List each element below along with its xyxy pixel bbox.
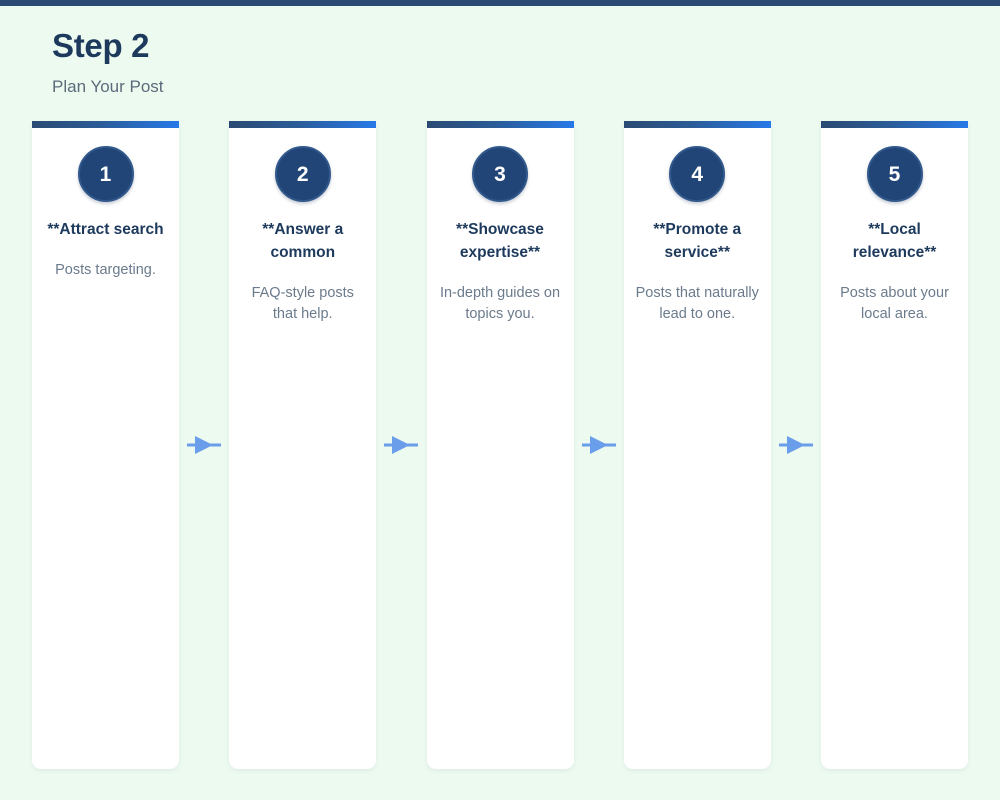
- page-title: Step 2: [52, 27, 150, 64]
- card-accent-bar: [426, 121, 574, 128]
- header: Step 2 Plan Your Post: [52, 27, 164, 98]
- step-title: **Showcase expertise**: [456, 221, 544, 261]
- top-accent-bar: [0, 0, 1000, 6]
- arrow-right-icon: [384, 436, 419, 454]
- step-description: In-depth guides on topics you.: [439, 284, 561, 322]
- card-accent-bar: [229, 121, 377, 128]
- card-accent-bar: [623, 121, 771, 128]
- connector-1-2: [179, 121, 229, 769]
- step-number-badge: 4: [669, 146, 726, 202]
- connector-2-3: [376, 121, 426, 769]
- arrow-right-icon: [581, 436, 616, 454]
- step-title: **Attract search: [47, 221, 164, 238]
- step-title: **Answer a common: [262, 221, 344, 261]
- step-number-badge: 5: [866, 146, 923, 202]
- step-description: FAQ-style posts that help.: [251, 284, 354, 322]
- arrow-right-icon: [778, 436, 813, 454]
- step-card-3[interactable]: 3 **Showcase expertise** In-depth guides…: [426, 121, 574, 769]
- step-card-1[interactable]: 1 **Attract search Posts targeting.: [32, 121, 179, 769]
- step-number-badge: 1: [77, 146, 134, 202]
- step-title: **Promote a service**: [653, 221, 742, 261]
- step-description: Posts targeting.: [55, 261, 156, 278]
- step-card-2[interactable]: 2 **Answer a common FAQ-style posts that…: [229, 121, 377, 769]
- arrow-right-icon: [187, 436, 222, 454]
- step-number-badge: 3: [472, 146, 528, 202]
- step-number-badge: 2: [274, 146, 331, 202]
- step-flow: 1 **Attract search Posts targeting. 2 **…: [32, 121, 968, 769]
- connector-4-5: [771, 121, 821, 769]
- step-card-4[interactable]: 4 **Promote a service** Posts that natur…: [623, 121, 771, 769]
- card-accent-bar: [32, 121, 179, 128]
- page-subtitle: Plan Your Post: [52, 77, 164, 97]
- step-title: **Local relevance**: [852, 221, 937, 261]
- step-description: Posts that naturally lead to one.: [635, 284, 759, 322]
- card-accent-bar: [821, 121, 968, 128]
- step-card-5[interactable]: 5 **Local relevance** Posts about your l…: [821, 121, 968, 769]
- connector-3-4: [574, 121, 624, 769]
- step-description: Posts about your local area.: [840, 284, 949, 322]
